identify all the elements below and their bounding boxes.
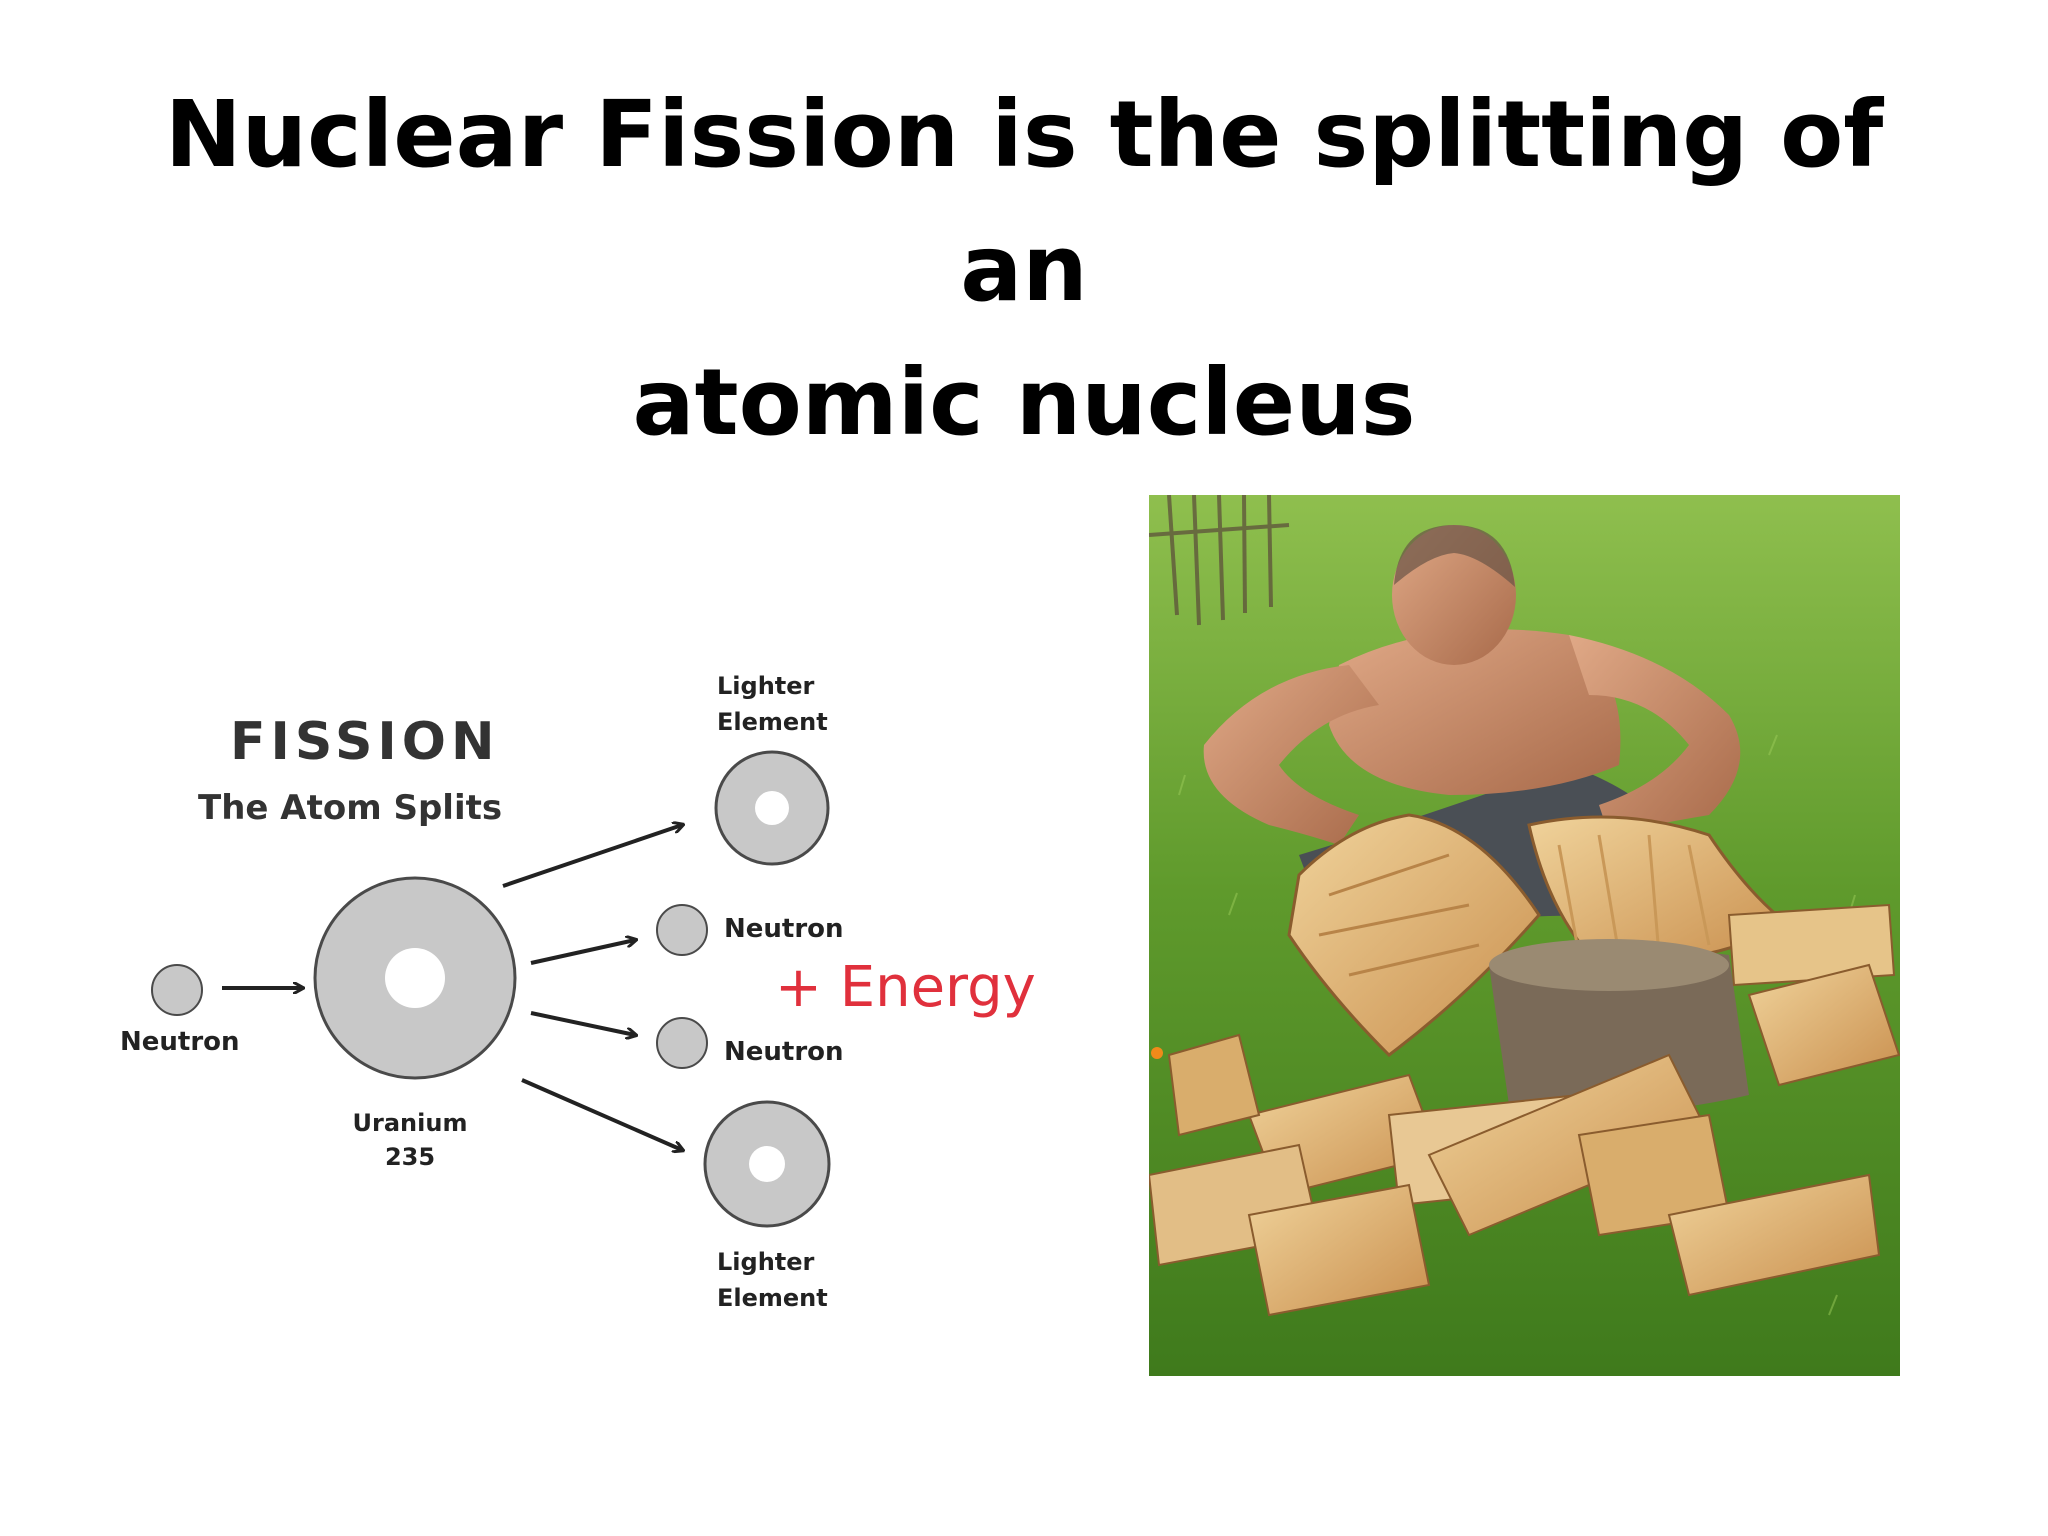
title-line-1: Nuclear Fission is the splitting of an [164, 81, 1884, 322]
bottom-element-label-line2: Element [717, 1284, 828, 1312]
photo-man-torso [1329, 629, 1621, 795]
bottom-element-core [749, 1146, 785, 1182]
outgoing-neutron-1-circle [656, 904, 708, 956]
photo-man-right-arm [1569, 635, 1741, 835]
photo-flower [1151, 1047, 1163, 1059]
arrow-to-bottom-element [521, 1078, 682, 1150]
top-element-label: Lighter Element [717, 668, 828, 740]
top-element-core [755, 791, 789, 825]
outgoing-neutron-1-label: Neutron [724, 914, 844, 944]
incoming-neutron-circle [151, 964, 203, 1016]
fission-diagram: FISSION The Atom Splits Neutron Uranium … [110, 650, 1040, 1330]
photo-man-left-arm [1203, 665, 1379, 845]
incoming-neutron-label: Neutron [120, 1027, 240, 1057]
arrow-to-neutron-2 [530, 1011, 635, 1035]
bottom-element-label: Lighter Element [717, 1244, 828, 1316]
photo-log-left [1287, 813, 1541, 1057]
title-line-2: atomic nucleus [632, 349, 1416, 456]
photo-woodpile [1149, 903, 1900, 1317]
outgoing-neutron-2-circle [656, 1017, 708, 1069]
diagram-heading: FISSION [230, 712, 500, 772]
uranium-label: Uranium 235 [340, 1106, 480, 1174]
outgoing-neutron-2-label: Neutron [724, 1037, 844, 1067]
bottom-element-label-line1: Lighter [717, 1248, 815, 1276]
arrow-to-top-element [502, 825, 682, 888]
top-element-label-line1: Lighter [717, 672, 815, 700]
photo-fence [1149, 495, 1290, 626]
uranium-nucleus-core [385, 948, 445, 1008]
photo-stump [1489, 947, 1749, 1113]
diagram-subheading: The Atom Splits [198, 788, 503, 828]
woodsplitter-photo [1149, 495, 1900, 1376]
photo-man-hair [1394, 525, 1515, 587]
fission-diagram-graphic [151, 750, 831, 1228]
energy-label: + Energy [775, 955, 1036, 1020]
woodsplitter-photo-graphic [1149, 495, 1900, 1376]
uranium-label-line1: Uranium [352, 1109, 468, 1137]
uranium-label-line2: 235 [384, 1143, 436, 1171]
arrow-to-neutron-1 [530, 940, 635, 965]
top-element-label-line2: Element [717, 708, 828, 736]
slide-title: Nuclear Fission is the splitting of an a… [120, 68, 1928, 470]
